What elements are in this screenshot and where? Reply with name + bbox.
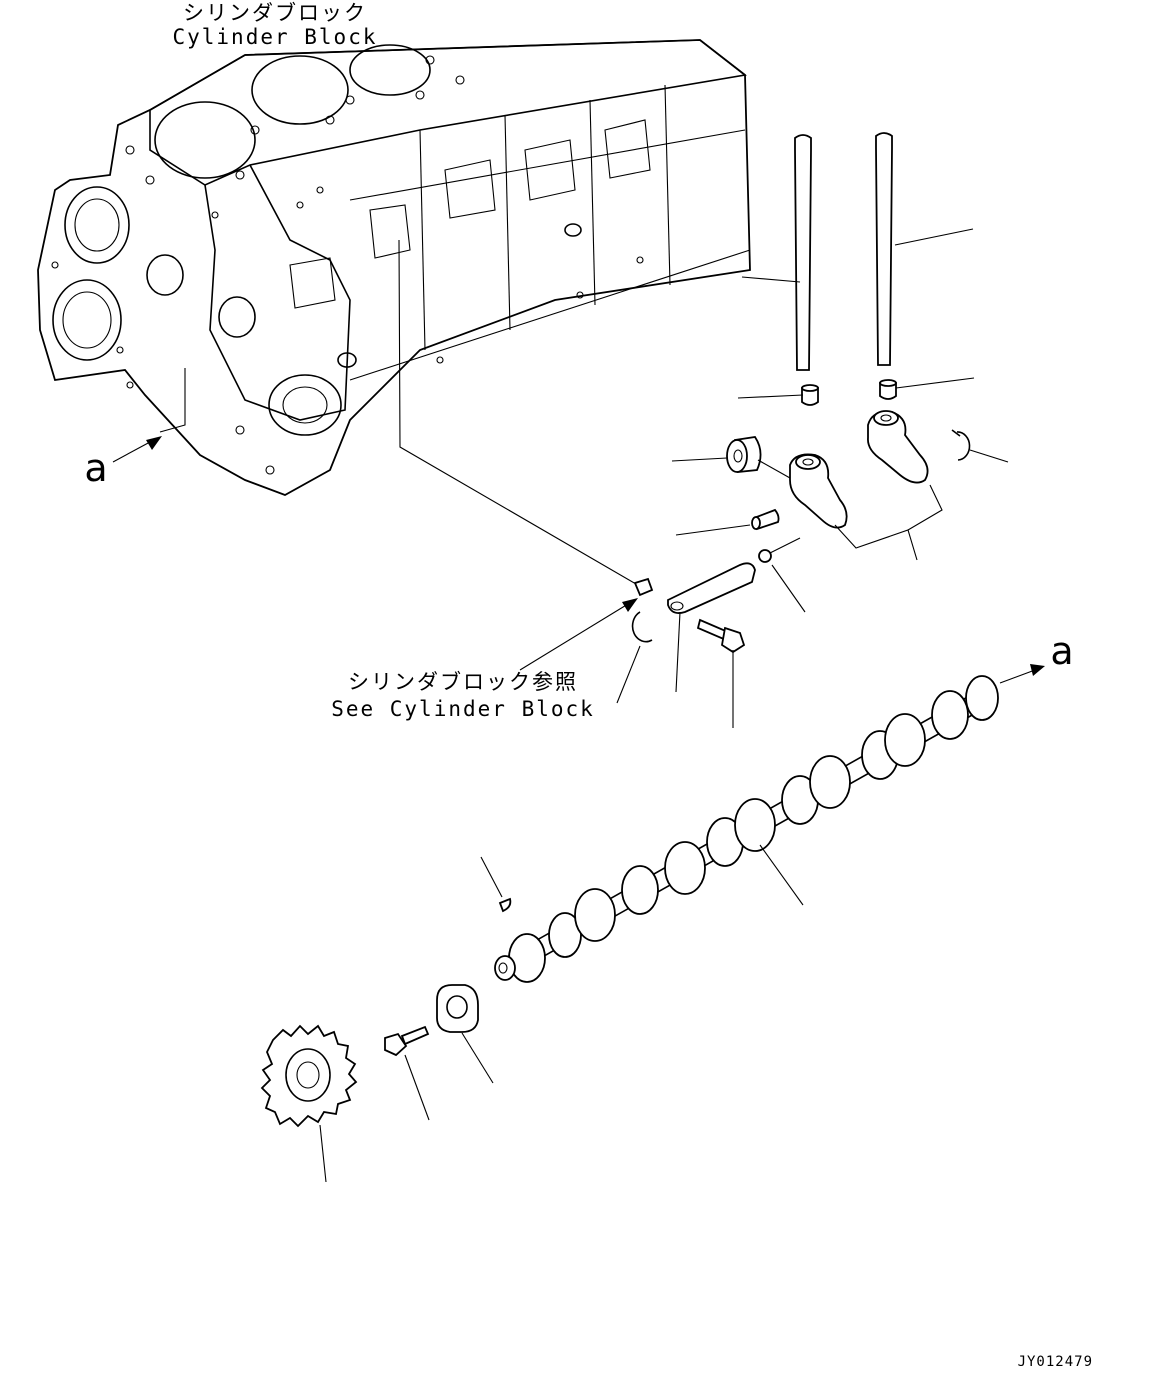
snap-ring-right	[951, 429, 971, 461]
rocker-arm-left	[789, 453, 848, 529]
see-cylinder-block-label-en: See Cylinder Block	[331, 697, 595, 721]
gear-bolt	[384, 1025, 430, 1057]
thrust-plate	[436, 984, 479, 1033]
plug	[633, 577, 654, 597]
valve-cap-right	[879, 379, 897, 400]
reference-a-right: a	[1050, 629, 1073, 673]
camshaft	[494, 675, 999, 983]
push-rod-left	[794, 134, 812, 371]
woodruff-key	[498, 897, 512, 913]
ball	[758, 549, 772, 563]
rocker-shaft	[667, 562, 756, 614]
rocker-arm-right	[867, 410, 929, 484]
cam-gear	[260, 1024, 358, 1128]
valve-cap-left	[801, 384, 819, 406]
cylinder-block	[37, 39, 751, 496]
shaft-bolt	[696, 618, 746, 654]
cylinder-block-label-jp: シリンダブロック	[183, 1, 367, 25]
see-cylinder-block-label-jp: シリンダブロック参照	[348, 670, 578, 694]
roller-pin	[751, 508, 780, 531]
cylinder-block-label-en: Cylinder Block	[172, 25, 377, 49]
leader-lines	[112, 228, 1045, 1183]
reference-a-left: a	[84, 446, 107, 490]
push-rod-right	[875, 132, 893, 366]
drawing-id: JY012479	[1018, 1354, 1093, 1370]
roller	[726, 436, 762, 473]
snap-ring-left	[631, 611, 653, 643]
